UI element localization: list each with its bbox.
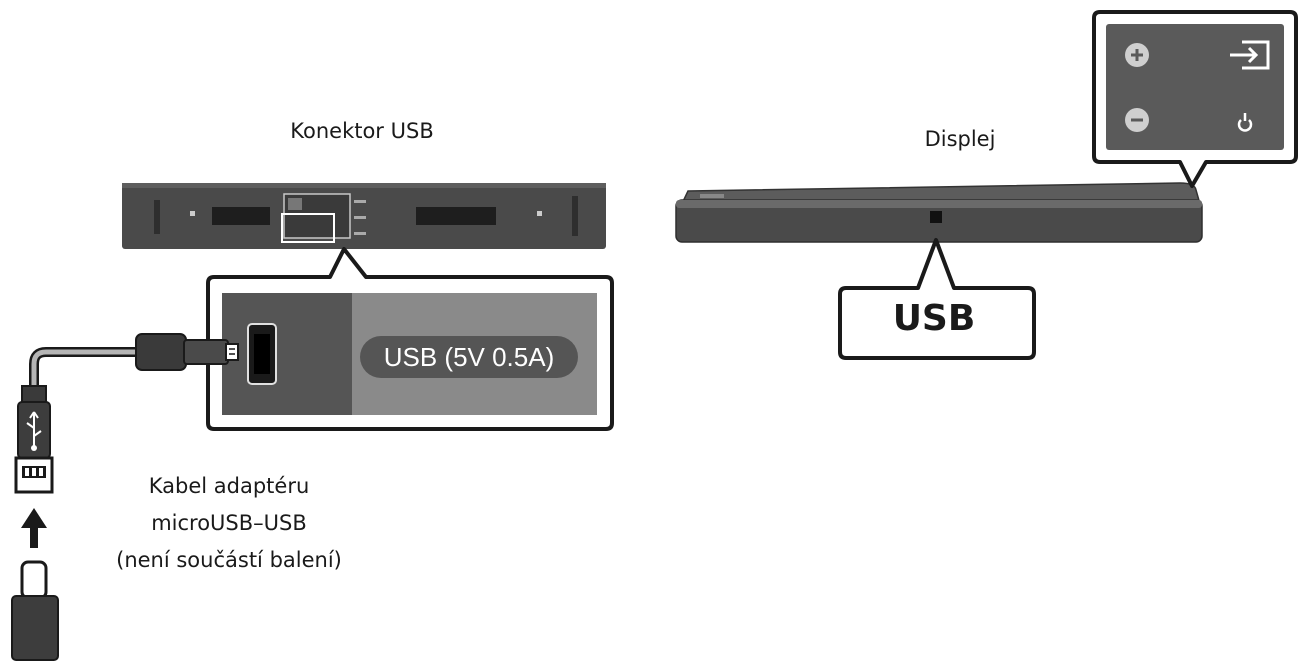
usb-c-plug xyxy=(11,560,59,661)
soundbar-front xyxy=(675,182,1203,243)
power-icon[interactable] xyxy=(1237,113,1253,132)
zoom-target-box xyxy=(281,213,335,243)
minus-icon[interactable] xyxy=(1125,108,1149,132)
input-source-icon[interactable] xyxy=(1230,40,1270,70)
cable-caption-line3: (není součástí balení) xyxy=(116,548,342,572)
arrow-up-icon xyxy=(21,508,47,548)
usb-symbol-icon xyxy=(26,411,42,451)
plus-icon[interactable] xyxy=(1125,43,1149,67)
cable-caption-line2: microUSB–USB xyxy=(151,511,307,535)
soundbar-rear-panel xyxy=(122,183,606,249)
port-callout xyxy=(206,247,614,431)
control-panel-callout xyxy=(1092,10,1298,188)
display-title: Displej xyxy=(924,127,996,151)
cable-caption: Kabel adaptéru microUSB–USB (není součás… xyxy=(84,468,374,579)
display-usb-label: USB xyxy=(892,298,976,339)
usb-connector-title: Konektor USB xyxy=(290,119,434,143)
usb-port-rating-label: USB (5V 0.5A) xyxy=(383,342,555,372)
usb-callout xyxy=(838,238,1036,360)
adapter-cable xyxy=(29,333,239,405)
usb-adapter xyxy=(14,385,54,494)
cable-caption-line1: Kabel adaptéru xyxy=(148,474,310,498)
display-window xyxy=(930,211,942,223)
